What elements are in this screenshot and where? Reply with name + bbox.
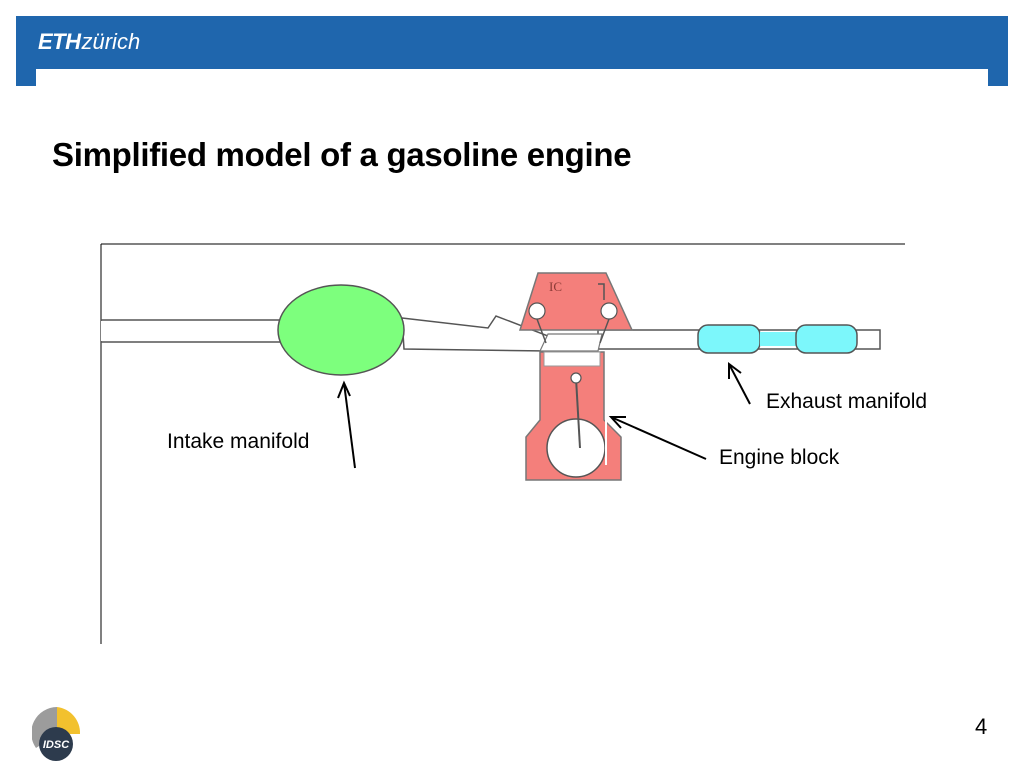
- idsc-logo: IDSC: [32, 707, 81, 761]
- slide-title: Simplified model of a gasoline engine: [52, 136, 632, 173]
- eth-zurich-logo: ETHzürich: [38, 30, 140, 54]
- logo-eth-text: ETH: [38, 29, 81, 54]
- logo-zurich-text: zürich: [81, 29, 141, 54]
- arrow-intake-head: [337, 380, 351, 399]
- arrow-exhaust-head: [728, 362, 742, 379]
- arrow-exhaust: [728, 363, 751, 405]
- intake-manifold: [277, 284, 405, 376]
- engine-ic-label: IC: [549, 279, 562, 294]
- header-bar-inner-cutout: [36, 69, 988, 86]
- intake-pipe: [101, 319, 282, 343]
- intake-manifold-label: Intake manifold: [167, 430, 310, 453]
- label-arrows: [337, 362, 751, 469]
- arrow-intake: [343, 382, 356, 469]
- arrow-engine-head: [608, 416, 626, 429]
- arrow-engine: [610, 416, 707, 460]
- page-number: 4: [975, 714, 988, 739]
- idsc-logo-text: IDSC: [43, 739, 70, 751]
- engine-block: IC: [518, 272, 634, 481]
- exhaust-manifold: [697, 324, 858, 354]
- engine-block-label: Engine block: [719, 446, 840, 469]
- exhaust-manifold-label: Exhaust manifold: [766, 390, 928, 413]
